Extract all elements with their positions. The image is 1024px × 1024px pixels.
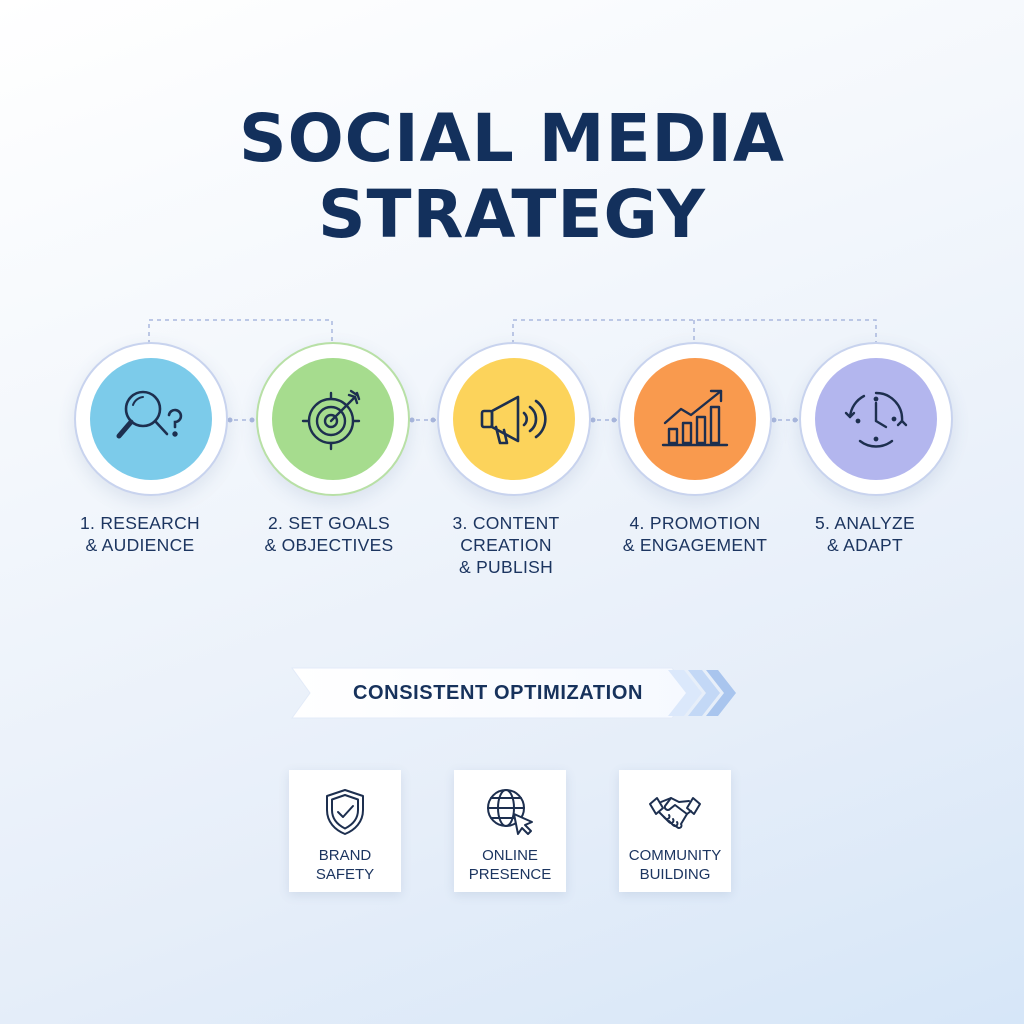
shield-check-icon bbox=[326, 789, 364, 835]
globe-cursor-icon bbox=[487, 789, 533, 835]
card-brand-safety: BRAND SAFETY bbox=[289, 770, 401, 892]
step-disc bbox=[272, 358, 394, 480]
clock-cycle-icon bbox=[844, 391, 908, 448]
megaphone-icon bbox=[480, 395, 547, 445]
handshake-icon bbox=[649, 797, 701, 829]
bracket-1-2 bbox=[148, 319, 333, 344]
step-goals bbox=[256, 342, 416, 502]
step-disc bbox=[634, 358, 756, 480]
step-ring bbox=[256, 342, 410, 496]
step-analyze bbox=[799, 342, 959, 502]
chevron-icon bbox=[688, 670, 720, 716]
step-label-research: 1. RESEARCH & AUDIENCE bbox=[80, 513, 200, 555]
chevron-icon bbox=[706, 670, 736, 716]
magnifier-question-icon bbox=[116, 390, 183, 439]
step-label-analyze: 5. ANALYZE & ADAPT bbox=[815, 513, 915, 555]
card-online-presence: ONLINE PRESENCE bbox=[454, 770, 566, 892]
step-disc bbox=[90, 358, 212, 480]
card-label: ONLINE PRESENCE bbox=[468, 847, 552, 883]
step-label-promotion: 4. PROMOTION & ENGAGEMENT bbox=[622, 513, 768, 555]
bracket-3-5 bbox=[512, 319, 877, 344]
card-label: COMMUNITY BUILDING bbox=[628, 847, 722, 883]
banner-arrow-shape bbox=[291, 667, 736, 719]
optimization-banner: CONSISTENT OPTIMIZATION bbox=[290, 666, 740, 720]
banner-label: CONSISTENT OPTIMIZATION bbox=[352, 682, 644, 704]
step-ring bbox=[437, 342, 591, 496]
card-label: BRAND SAFETY bbox=[315, 847, 375, 883]
step-label-goals: 2. SET GOALS & OBJECTIVES bbox=[264, 513, 394, 555]
title-line-1: SOCIAL MEDIA bbox=[239, 100, 785, 177]
growth-chart-icon bbox=[661, 389, 729, 447]
title-line-2: STRATEGY bbox=[318, 176, 706, 253]
step-disc bbox=[815, 358, 937, 480]
step-research bbox=[74, 342, 234, 502]
step-disc bbox=[453, 358, 575, 480]
step-ring bbox=[618, 342, 772, 496]
card-community-building: COMMUNITY BUILDING bbox=[619, 770, 731, 892]
target-arrow-icon bbox=[301, 389, 361, 451]
step-label-content: 3. CONTENT CREATION & PUBLISH bbox=[452, 513, 560, 577]
chevron-icon bbox=[668, 670, 702, 716]
step-promotion bbox=[618, 342, 778, 502]
step-content bbox=[437, 342, 597, 502]
step-ring bbox=[74, 342, 228, 496]
step-ring bbox=[799, 342, 953, 496]
